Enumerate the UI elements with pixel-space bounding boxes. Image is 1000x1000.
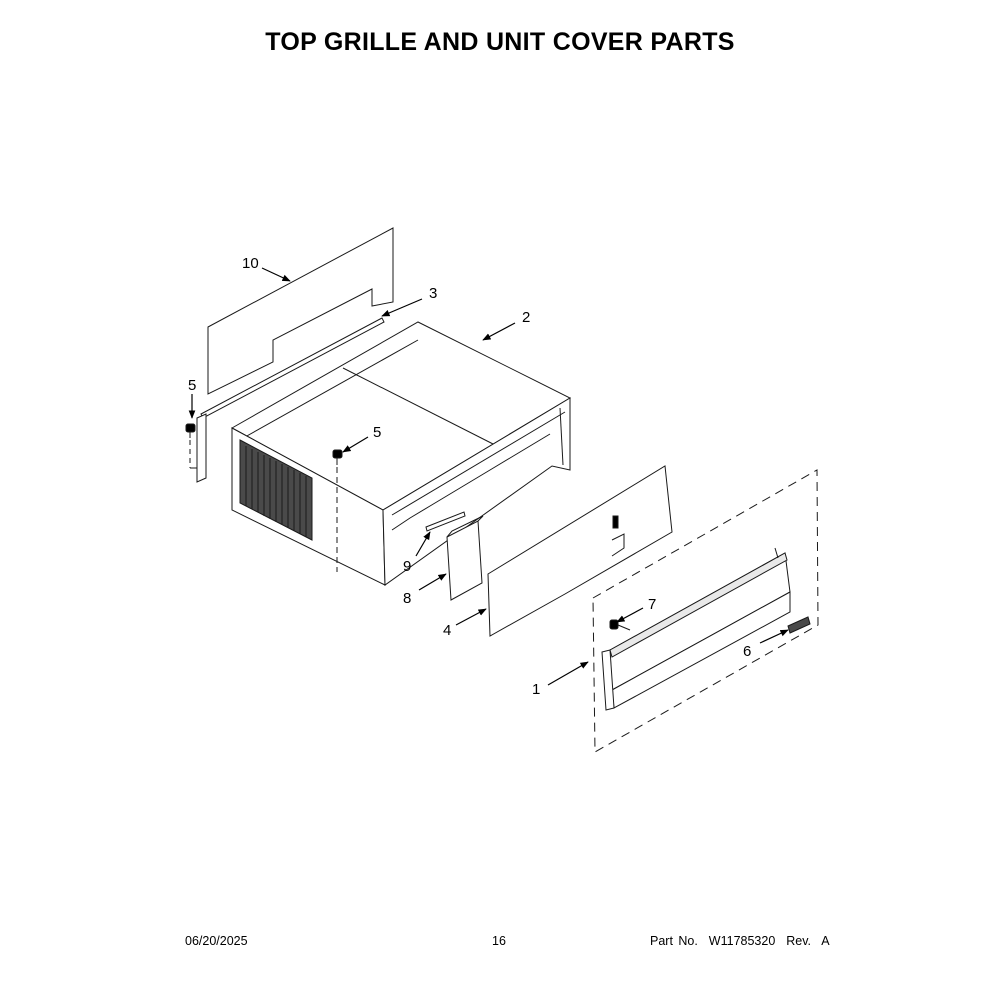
callout-2: 2 [522, 309, 530, 326]
part-1-top-grille [601, 547, 791, 711]
callout-6: 6 [743, 643, 751, 660]
callout-1: 1 [532, 681, 540, 698]
callout-4: 4 [443, 622, 451, 639]
part-6-clip [787, 616, 811, 634]
part-5-left-screw [185, 413, 207, 483]
part-8-bracket [446, 515, 484, 601]
footer-date: 06/20/2025 [185, 934, 248, 948]
part-9-strip [425, 511, 466, 532]
callout-3: 3 [429, 285, 437, 302]
part-2-unit-cover [230, 321, 572, 586]
callout-8: 8 [403, 590, 411, 607]
part-7-screw [609, 619, 631, 631]
callout-5-center: 5 [373, 424, 381, 441]
page-title: TOP GRILLE AND UNIT COVER PARTS [265, 28, 735, 56]
callout-arrows [188, 267, 789, 686]
part-5-center-screw [332, 449, 343, 572]
footer-part-number: Part No. W11785320 Rev. A [650, 934, 830, 948]
callout-5-left: 5 [188, 377, 196, 394]
footer-page-number: 16 [492, 934, 506, 948]
part-1-assembly-outline [592, 469, 819, 753]
callout-9: 9 [403, 558, 411, 575]
callout-7: 7 [648, 596, 656, 613]
part-4-panel [487, 465, 673, 637]
part-10-panel [207, 227, 394, 395]
callout-10: 10 [242, 255, 259, 272]
